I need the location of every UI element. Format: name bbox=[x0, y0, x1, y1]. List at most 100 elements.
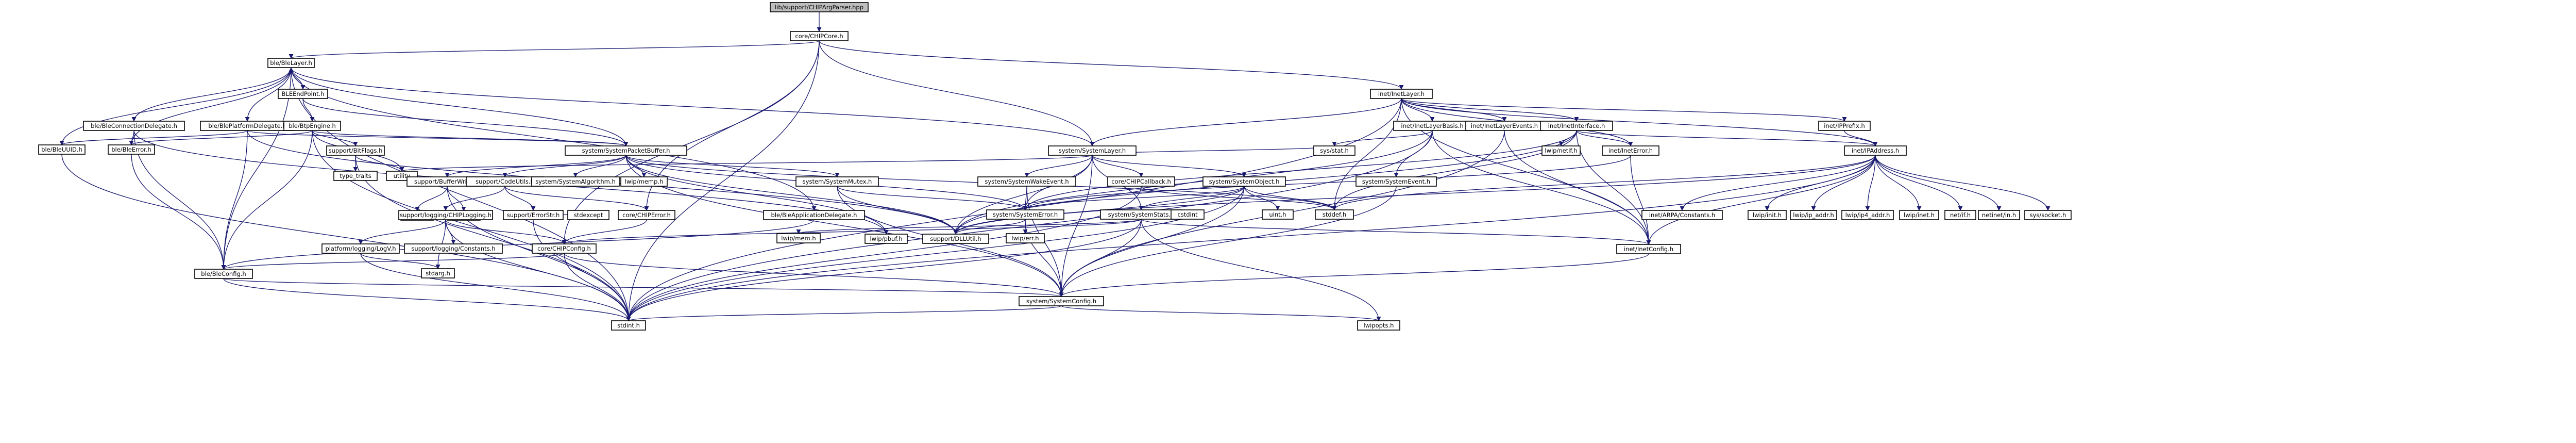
node-stdexcept[interactable]: stdexcept bbox=[567, 210, 609, 220]
node-stddefh[interactable]: stddef.h bbox=[1315, 209, 1354, 220]
node-dlllist[interactable]: support/DLLUtil.h bbox=[922, 234, 989, 244]
node-label: system/SystemPacketBuffer.h bbox=[582, 147, 670, 154]
node-chiplogging[interactable]: support/logging/CHIPLogging.h bbox=[398, 210, 493, 220]
node-label: system/SystemConfig.h bbox=[1026, 298, 1096, 305]
node-bleappdel[interactable]: ble/BleApplicationDelegate.h bbox=[763, 210, 865, 220]
node-inetlayerbasis[interactable]: inet/InetLayerBasis.h bbox=[1393, 121, 1471, 131]
node-lwipmemp[interactable]: lwip/memp.h bbox=[620, 176, 668, 187]
node-label: inet/InetLayerBasis.h bbox=[1401, 122, 1463, 129]
node-lwipinit[interactable]: lwip/init.h bbox=[1748, 210, 1787, 220]
node-chipcallback[interactable]: core/CHIPCallback.h bbox=[1107, 176, 1175, 187]
node-bitflags[interactable]: support/BitFlags.h bbox=[326, 145, 385, 156]
node-syspacketbuf[interactable]: system/SystemPacketBuffer.h bbox=[565, 145, 687, 156]
node-box bbox=[404, 243, 503, 254]
node-sysevent[interactable]: system/SystemEvent.h bbox=[1355, 176, 1437, 187]
edge-blebtpengine-to-bitflags bbox=[312, 130, 358, 146]
node-uint[interactable]: uint.h bbox=[1262, 209, 1294, 220]
node-ipprefix[interactable]: inet/IPPrefix.h bbox=[1818, 121, 1871, 131]
node-box bbox=[922, 234, 989, 244]
node-box bbox=[532, 243, 597, 254]
node-inetlayerevents[interactable]: inet/InetLayerEvents.h bbox=[1465, 121, 1544, 131]
edge-ineterror-to-inetconfig bbox=[1630, 155, 1651, 245]
node-syslayer[interactable]: system/SystemLayer.h bbox=[1048, 145, 1137, 156]
node-chipconfig[interactable]: core/CHIPConfig.h bbox=[532, 243, 597, 254]
node-syserror[interactable]: system/SystemError.h bbox=[986, 209, 1064, 220]
edge-errorstr-to-stdinth bbox=[533, 219, 631, 321]
edge-blelayer-to-bleconndel bbox=[131, 67, 292, 122]
node-blelayer[interactable]: ble/BleLayer.h bbox=[267, 58, 315, 68]
node-typetraits[interactable]: type_traits bbox=[333, 171, 378, 181]
node-bleconndel[interactable]: ble/BleConnectionDelegate.h bbox=[83, 121, 185, 131]
node-label: lwip/ip4_addr.h bbox=[1845, 211, 1890, 219]
edge-bleendpoint-to-syspacketbuf bbox=[302, 98, 629, 146]
node-lwipipaddr[interactable]: lwip/ip_addr.h bbox=[1790, 210, 1837, 220]
node-bleplatdel[interactable]: ble/BlePlatformDelegate.h bbox=[200, 121, 295, 131]
node-inetinterface[interactable]: inet/InetInterface.h bbox=[1540, 121, 1613, 131]
edge-blelayer-to-bleuuid bbox=[59, 67, 292, 145]
node-sysstats[interactable]: system/SystemStats.h bbox=[1100, 209, 1182, 220]
edge-ipaddress-to-netinetin bbox=[1875, 155, 2002, 211]
node-bleendpoint[interactable]: BLEEndPoint.h bbox=[278, 89, 328, 99]
node-box bbox=[531, 176, 620, 187]
edge-codeutils-to-chiperror bbox=[504, 186, 649, 211]
node-inetconfig[interactable]: inet/InetConfig.h bbox=[1616, 244, 1681, 254]
edge-sysobject-to-uint bbox=[1244, 186, 1280, 210]
node-label: inet/InetInterface.h bbox=[1548, 122, 1605, 129]
node-syswakeevent[interactable]: system/SystemWakeEvent.h bbox=[977, 176, 1076, 187]
node-label: system/SystemObject.h bbox=[1209, 178, 1280, 185]
node-box bbox=[1019, 296, 1104, 306]
node-stdarg[interactable]: stdarg.h bbox=[421, 268, 455, 278]
node-syssocket[interactable]: sys/socket.h bbox=[2024, 210, 2072, 220]
node-sysmutex[interactable]: system/SystemMutex.h bbox=[795, 176, 879, 187]
node-box bbox=[1313, 145, 1355, 156]
edge-syslayer-to-sysobject bbox=[1092, 155, 1247, 177]
edge-sysconfig-to-stdinth bbox=[626, 305, 1062, 321]
node-stdinth[interactable]: stdint.h bbox=[611, 320, 646, 331]
node-bleuuid[interactable]: ble/BleUUID.h bbox=[38, 144, 86, 155]
edge-ipaddress-to-stdinth bbox=[626, 155, 1876, 321]
edge-syslayer-to-sysconfig bbox=[1059, 155, 1093, 297]
node-label: inet/InetError.h bbox=[1608, 147, 1653, 154]
node-arpa[interactable]: inet/ARPA/Constants.h bbox=[1641, 210, 1723, 220]
edge-syspacketbuf-to-lwippbuf bbox=[625, 155, 889, 235]
node-lwippbuf[interactable]: lwip/pbuf.h bbox=[865, 234, 908, 244]
node-box bbox=[1370, 89, 1433, 99]
node-lwipip4addr[interactable]: lwip/ip4_addr.h bbox=[1841, 210, 1894, 220]
edge-bleendpoint-to-blebtpengine bbox=[302, 98, 315, 122]
node-chipcore[interactable]: core/CHIPCore.h bbox=[790, 31, 849, 41]
node-bleerror[interactable]: ble/BleError.h bbox=[108, 144, 155, 155]
node-platlogging[interactable]: platform/logging/LogV.h bbox=[321, 243, 400, 254]
node-blebtpengine[interactable]: ble/BtpEngine.h bbox=[283, 121, 341, 131]
node-inetlayer[interactable]: inet/InetLayer.h bbox=[1370, 89, 1433, 99]
edge-codeutils-to-chiplogging bbox=[443, 186, 505, 211]
node-sysstats2[interactable]: sys/stat.h bbox=[1313, 145, 1355, 156]
edge-blelayer-to-syspacketbuf bbox=[291, 67, 629, 146]
node-chiperror[interactable]: core/CHIPError.h bbox=[618, 210, 675, 220]
node-errorstr[interactable]: support/ErrorStr.h bbox=[503, 210, 564, 220]
node-lwipmem[interactable]: lwip/mem.h bbox=[776, 233, 821, 243]
node-sysconfig[interactable]: system/SystemConfig.h bbox=[1019, 296, 1104, 306]
edge-inetlayer-to-syslayer bbox=[1090, 98, 1402, 146]
node-bleconfig[interactable]: ble/BleConfig.h bbox=[194, 269, 253, 279]
node-label: system/SystemError.h bbox=[993, 211, 1058, 218]
edge-bitflags-to-stdinth bbox=[355, 155, 631, 321]
node-lwipopt[interactable]: lwipopts.h bbox=[1357, 320, 1400, 331]
node-ineterror[interactable]: inet/InetError.h bbox=[1602, 145, 1659, 156]
node-box bbox=[795, 176, 879, 187]
node-box bbox=[1899, 210, 1939, 220]
node-netif[interactable]: net/if.h bbox=[1944, 210, 1976, 220]
node-sysalgo[interactable]: system/SystemAlgorithm.h bbox=[531, 176, 620, 187]
node-netinetin[interactable]: netinet/in.h bbox=[1978, 210, 2020, 220]
node-lwiperr[interactable]: lwip/err.h bbox=[1006, 233, 1045, 243]
node-box bbox=[1171, 209, 1205, 220]
node-logconstants[interactable]: support/logging/Constants.h bbox=[404, 243, 503, 254]
edge-blelayer-to-bleerror bbox=[129, 67, 292, 145]
node-cstdint[interactable]: cstdint bbox=[1171, 209, 1205, 220]
node-ipaddress[interactable]: inet/IPAddress.h bbox=[1844, 145, 1907, 156]
node-box bbox=[503, 210, 564, 220]
node-lwipinet[interactable]: lwip/inet.h bbox=[1899, 210, 1939, 220]
node-sysobject[interactable]: system/SystemObject.h bbox=[1202, 176, 1286, 187]
node-label: ble/BleLayer.h bbox=[270, 59, 312, 67]
node-box bbox=[398, 210, 493, 220]
node-lwipnetif[interactable]: lwip/netif.h bbox=[1541, 145, 1581, 156]
